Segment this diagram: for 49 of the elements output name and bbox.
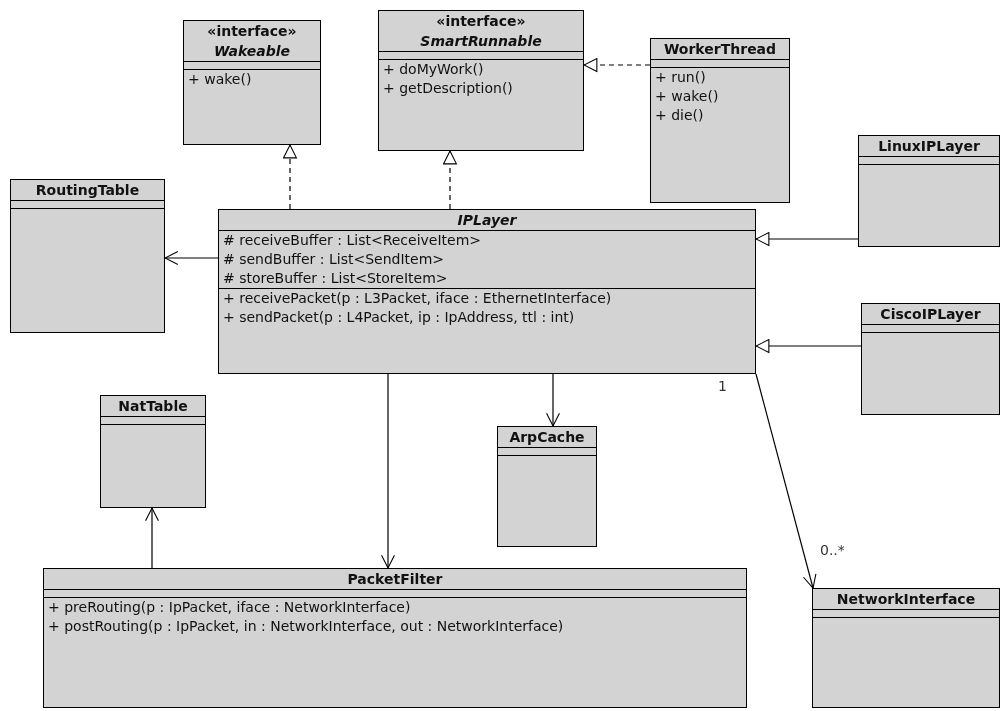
- attribute-text: # receiveBuffer : List<ReceiveItem>: [223, 231, 482, 250]
- operation-text: + wake(): [188, 70, 252, 89]
- class-box: [812, 588, 1000, 708]
- inheritance-arrow: [755, 232, 859, 246]
- class-name: WorkerThread: [663, 40, 777, 59]
- realization-arrow: [443, 150, 457, 210]
- stereotype-label: «interface»: [436, 12, 526, 31]
- class-box: [43, 568, 747, 708]
- class-box: [497, 426, 597, 547]
- operation-text: + postRouting(p : IpPacket, in : NetworkInterface, out : NetworkInterface): [48, 617, 564, 636]
- association-arrow: [755, 373, 817, 589]
- stereotype-label: «interface»: [207, 22, 297, 41]
- class-box: [218, 209, 756, 374]
- class-box: [378, 10, 584, 151]
- operation-text: + preRouting(p : IpPacket, iface : NetworkInterface): [48, 598, 411, 617]
- multiplicity-label: 1: [718, 377, 727, 396]
- attribute-text: # storeBuffer : List<StoreItem>: [223, 269, 448, 288]
- class-name: ArpCache: [509, 428, 585, 447]
- class-box: [183, 20, 321, 145]
- class-box: [100, 395, 206, 508]
- association-arrow: [381, 373, 395, 569]
- class-name: CiscoIPLayer: [880, 305, 981, 324]
- association-arrow: [164, 251, 219, 265]
- class-name: Wakeable: [214, 42, 290, 61]
- class-box: [861, 303, 1000, 415]
- realization-arrow: [583, 58, 651, 72]
- operation-text: + receivePacket(p : L3Packet, iface : EthernetInterface): [223, 289, 612, 308]
- class-box: [858, 135, 1000, 247]
- class-name: PacketFilter: [347, 570, 443, 589]
- class-name: LinuxIPLayer: [878, 137, 980, 156]
- association-arrow: [546, 373, 560, 427]
- class-name: SmartRunnable: [420, 32, 542, 51]
- operation-text: + sendPacket(p : L4Packet, ip : IpAddress, ttl : int): [223, 308, 575, 327]
- operation-text: + wake(): [655, 87, 719, 106]
- inheritance-arrow: [755, 339, 862, 353]
- class-box: [10, 179, 165, 333]
- multiplicity-label: 0..*: [820, 541, 845, 560]
- class-name: IPLayer: [457, 211, 517, 230]
- operation-text: + getDescription(): [383, 79, 513, 98]
- realization-arrow: [283, 144, 297, 210]
- class-name: NatTable: [118, 397, 188, 416]
- operation-text: + die(): [655, 106, 704, 125]
- class-name: NetworkInterface: [836, 590, 976, 609]
- association-arrow: [145, 507, 159, 569]
- operation-text: + run(): [655, 68, 706, 87]
- class-box: [650, 38, 790, 203]
- attribute-text: # sendBuffer : List<SendItem>: [223, 250, 445, 269]
- operation-text: + doMyWork(): [383, 60, 484, 79]
- class-name: RoutingTable: [35, 181, 140, 200]
